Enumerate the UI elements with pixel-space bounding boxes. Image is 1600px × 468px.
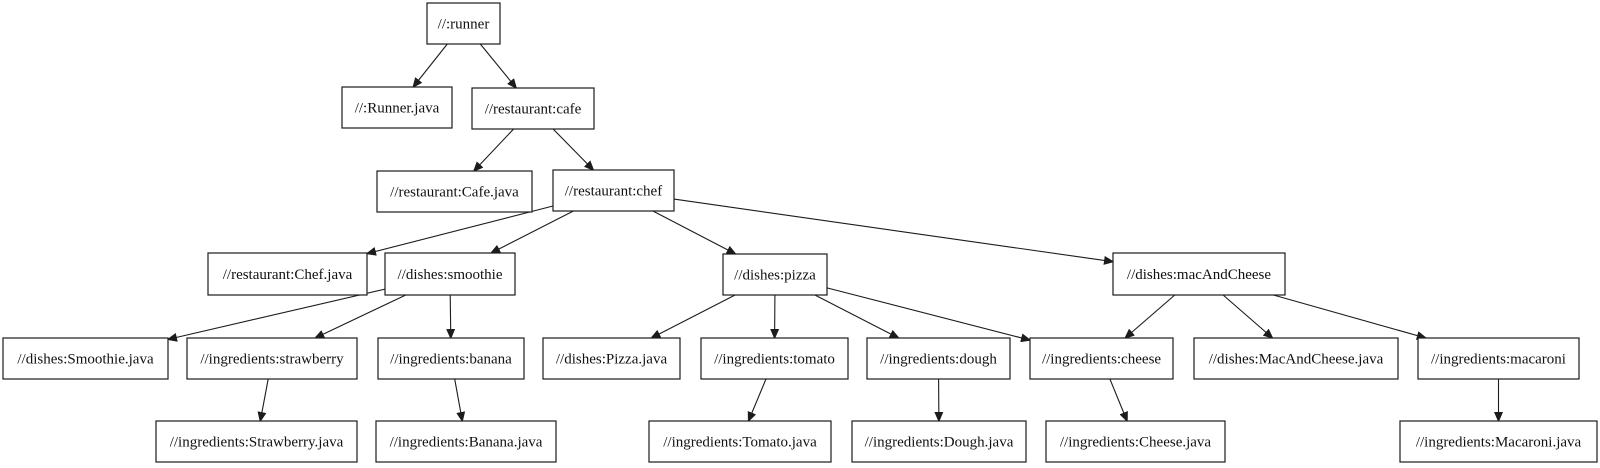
- node-tomato: //ingredients:tomato: [700, 337, 849, 380]
- edge-chef-to-pizza: [652, 210, 737, 255]
- node-label-chef_java: //restaurant:Chef.java: [223, 267, 353, 283]
- node-macandcheese_java: //dishes:MacAndCheese.java: [1193, 337, 1399, 380]
- node-box-strawberry_java: [155, 420, 358, 463]
- node-box-macaroni: [1417, 337, 1580, 380]
- node-box-runner: [426, 2, 501, 45]
- node-label-smoothie: //dishes:smoothie: [398, 267, 503, 283]
- node-label-macaroni_java: //ingredients:Macaroni.java: [1416, 435, 1582, 451]
- node-box-pizza_java: [542, 337, 681, 380]
- node-chef_java: //restaurant:Chef.java: [207, 252, 368, 296]
- node-label-pizza_java: //dishes:Pizza.java: [556, 352, 668, 368]
- node-box-dough: [866, 337, 1011, 380]
- edge-chef-to-smoothie: [489, 210, 574, 254]
- edge-smoothie-to-banana: [446, 294, 456, 340]
- node-cheese: //ingredients:cheese: [1029, 337, 1174, 380]
- node-pizza: //dishes:pizza: [722, 253, 828, 296]
- edge-cafe-to-cafe_java: [472, 128, 514, 173]
- node-label-dough_java: //ingredients:Dough.java: [865, 435, 1014, 451]
- node-box-smoothie: [384, 252, 516, 296]
- node-box-cheese_java: [1045, 420, 1226, 463]
- node-box-cafe_java: [376, 170, 533, 213]
- node-label-strawberry: //ingredients:strawberry: [200, 352, 344, 368]
- node-label-cafe_java: //restaurant:Cafe.java: [390, 185, 519, 201]
- edge-chef-to-chef_java: [365, 205, 554, 256]
- node-dough: //ingredients:dough: [866, 337, 1011, 380]
- node-cafe: //restaurant:cafe: [471, 87, 595, 130]
- node-label-cheese_java: //ingredients:Cheese.java: [1060, 435, 1212, 451]
- node-box-pizza: [722, 253, 828, 296]
- node-chef: //restaurant:chef: [552, 169, 675, 212]
- edge-macandcheese-to-macaroni: [1273, 294, 1428, 340]
- node-label-cafe: //restaurant:cafe: [485, 102, 582, 118]
- node-label-banana_java: //ingredients:Banana.java: [390, 435, 543, 451]
- node-box-macandcheese_java: [1193, 337, 1399, 380]
- edge-cafe-to-chef: [552, 128, 595, 172]
- edge-macandcheese-to-cheese: [1124, 294, 1176, 339]
- node-box-runner_java: [341, 86, 453, 129]
- node-box-banana: [377, 337, 525, 380]
- node-label-macaroni: //ingredients:macaroni: [1431, 352, 1566, 368]
- node-tomato_java: //ingredients:Tomato.java: [648, 420, 832, 463]
- node-macaroni_java: //ingredients:Macaroni.java: [1399, 420, 1598, 463]
- node-label-runner: //:runner: [438, 17, 490, 33]
- node-cheese_java: //ingredients:Cheese.java: [1045, 420, 1226, 463]
- node-box-macaroni_java: [1399, 420, 1598, 463]
- node-box-dough_java: [851, 420, 1027, 463]
- node-label-strawberry_java: //ingredients:Strawberry.java: [170, 435, 344, 451]
- node-box-tomato: [700, 337, 849, 380]
- node-banana_java: //ingredients:Banana.java: [375, 420, 557, 463]
- edge-runner-to-runner_java: [412, 43, 448, 89]
- node-label-tomato_java: //ingredients:Tomato.java: [663, 435, 817, 451]
- node-pizza_java: //dishes:Pizza.java: [542, 337, 681, 380]
- node-box-chef_java: [207, 252, 368, 296]
- edge-tomato-to-tomato_java: [747, 378, 767, 423]
- node-box-tomato_java: [648, 420, 832, 463]
- node-label-runner_java: //:Runner.java: [355, 101, 440, 117]
- edges-layer: [166, 43, 1503, 423]
- node-box-macandcheese: [1112, 252, 1286, 296]
- node-strawberry: //ingredients:strawberry: [186, 337, 358, 380]
- node-label-banana: //ingredients:banana: [390, 352, 512, 368]
- node-box-cafe: [471, 87, 595, 130]
- node-box-banana_java: [375, 420, 557, 463]
- node-box-chef: [552, 169, 675, 212]
- node-strawberry_java: //ingredients:Strawberry.java: [155, 420, 358, 463]
- node-label-tomato: //ingredients:tomato: [714, 352, 835, 368]
- node-box-strawberry: [186, 337, 358, 380]
- edge-pizza-to-cheese: [826, 287, 1032, 343]
- edge-pizza-to-dough: [814, 294, 900, 339]
- node-box-cheese: [1029, 337, 1174, 380]
- edge-cheese-to-cheese_java: [1109, 378, 1128, 423]
- node-label-cheese: //ingredients:cheese: [1042, 352, 1161, 368]
- node-dough_java: //ingredients:Dough.java: [851, 420, 1027, 463]
- node-macandcheese: //dishes:macAndCheese: [1112, 252, 1286, 296]
- edge-strawberry-to-strawberry_java: [257, 378, 269, 423]
- node-banana: //ingredients:banana: [377, 337, 525, 380]
- node-label-smoothie_java: //dishes:Smoothie.java: [17, 352, 154, 368]
- edge-banana-to-banana_java: [454, 378, 466, 423]
- edge-runner-to-cafe: [479, 43, 518, 90]
- node-label-macandcheese_java: //dishes:MacAndCheese.java: [1209, 352, 1384, 368]
- edge-macandcheese-to-macandcheese_java: [1222, 294, 1274, 339]
- node-label-dough: //ingredients:dough: [880, 352, 997, 368]
- edge-pizza-to-pizza_java: [650, 294, 736, 339]
- edge-smoothie-to-smoothie_java: [166, 288, 386, 342]
- edge-chef-to-macandcheese: [673, 198, 1115, 265]
- node-label-pizza: //dishes:pizza: [734, 268, 816, 284]
- node-cafe_java: //restaurant:Cafe.java: [376, 170, 533, 213]
- node-runner: //:runner: [426, 2, 501, 45]
- node-label-chef: //restaurant:chef: [565, 184, 662, 200]
- node-smoothie: //dishes:smoothie: [384, 252, 516, 296]
- node-box-smoothie_java: [2, 337, 169, 380]
- node-smoothie_java: //dishes:Smoothie.java: [2, 337, 169, 380]
- edge-smoothie-to-strawberry: [313, 294, 407, 339]
- node-runner_java: //:Runner.java: [341, 86, 453, 129]
- node-label-macandcheese: //dishes:macAndCheese: [1127, 267, 1271, 283]
- node-macaroni: //ingredients:macaroni: [1417, 337, 1580, 380]
